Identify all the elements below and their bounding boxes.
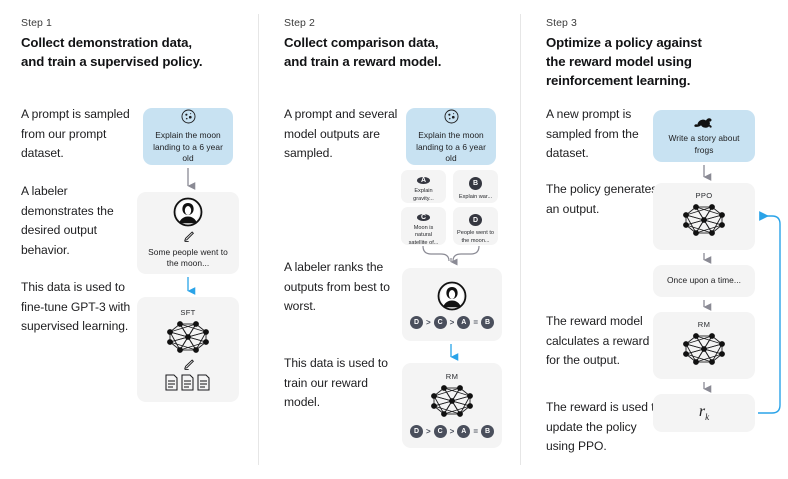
- step-2-prompt-box[interactable]: Explain the moon landing to a 6 year old: [406, 108, 496, 165]
- rank-badge-4: B: [481, 425, 494, 438]
- output-text: People went to the moon...: [457, 230, 495, 244]
- step-3-caption-3: The reward model calculates a reward for…: [546, 314, 650, 367]
- pencil-icon: [182, 230, 195, 243]
- output-letter-badge: B: [469, 177, 482, 190]
- step-1-labeler-box[interactable]: Some people went to the moon...: [137, 192, 239, 274]
- step-3-rm-label: RM: [697, 320, 711, 329]
- output-letter-badge: A: [417, 177, 430, 185]
- step-3-reward-model-box[interactable]: RM: [653, 312, 755, 379]
- rank-op-3: =: [473, 427, 478, 436]
- step-2-reward-model-box[interactable]: RM: [402, 363, 502, 448]
- step-3-caption-2: The policy generates an output.: [546, 182, 658, 216]
- step-3-output-box[interactable]: Once upon a time...: [653, 265, 755, 297]
- step-2-title-line1: Collect comparison data,: [284, 35, 439, 50]
- rank-badge-3: A: [457, 315, 471, 329]
- output-letter-badge: D: [469, 214, 482, 227]
- step-2-rm-label: RM: [445, 372, 459, 381]
- step-2-output-C[interactable]: C Moon is natural satellite of...: [401, 207, 446, 246]
- step-3-title-line1: Optimize a policy against: [546, 35, 702, 50]
- step-3-caption-4: The reward is used to update the policy …: [546, 400, 662, 453]
- rank-badge-1: D: [409, 315, 423, 329]
- rank-op-3: =: [473, 317, 478, 327]
- rank-badge-4: B: [481, 315, 494, 329]
- step-1-caption-3: This data is used to fine-tune GPT-3 wit…: [21, 280, 131, 333]
- pencil-icon: [182, 358, 195, 371]
- column-divider-2: [520, 14, 521, 465]
- step-3-title: Optimize a policy against the reward mod…: [546, 33, 771, 90]
- step-1-caption-2: A labeler demonstrates the desired outpu…: [21, 184, 114, 257]
- column-divider-1: [258, 14, 259, 465]
- rank-badge-1: D: [409, 425, 423, 438]
- rank-badge-2: C: [433, 425, 447, 438]
- moon-icon: [443, 108, 460, 125]
- rank-badge-3: A: [457, 425, 471, 438]
- step-1-sft-box[interactable]: SFT: [137, 297, 239, 402]
- step-1-title-line1: Collect demonstration data,: [21, 35, 192, 50]
- person-icon: [173, 197, 203, 227]
- moon-icon: [180, 108, 197, 125]
- step-1-caption-1: A prompt is sampled from our prompt data…: [21, 107, 130, 160]
- rank-badge-2: C: [433, 315, 447, 329]
- step-2-title-line2: and train a reward model.: [284, 54, 442, 69]
- step-3-ppo-label: PPO: [695, 191, 713, 200]
- step-3-label: Step 3: [546, 17, 577, 29]
- step-3-title-line3: reinforcement learning.: [546, 73, 691, 88]
- step-1-title: Collect demonstration data, and train a …: [21, 33, 246, 71]
- output-text: Explain war...: [458, 194, 493, 200]
- step-2-label: Step 2: [284, 17, 315, 29]
- step-2-output-A[interactable]: A Explain gravity...: [401, 170, 446, 203]
- step-2-caption-1: A prompt and several model outputs are s…: [284, 107, 398, 160]
- step-3-column: Step 3 Optimize a policy against the rew…: [525, 0, 788, 479]
- step-2-rm-ranking-row: D > C > A = B: [409, 425, 494, 438]
- rank-op-1: >: [425, 427, 431, 436]
- step-2-ranking-box[interactable]: D > C > A = B: [402, 268, 502, 341]
- step-3-caption-1: A new prompt is sampled from the dataset…: [546, 107, 639, 160]
- neural-network-icon: [164, 318, 212, 356]
- step-2-caption-2: A labeler ranks the outputs from best to…: [284, 260, 390, 313]
- output-text: Explain gravity...: [413, 188, 434, 202]
- step-3-output-text: Once upon a time...: [666, 275, 742, 286]
- step-1-sft-label: SFT: [180, 308, 196, 317]
- rank-op-2: >: [449, 317, 455, 327]
- step-1-labeler-text: Some people went to the moon...: [148, 246, 228, 269]
- neural-network-icon: [680, 201, 728, 239]
- output-text: Moon is natural satellite of...: [408, 225, 439, 246]
- reward-symbol: rk: [698, 403, 710, 423]
- neural-network-icon: [680, 330, 728, 368]
- reward-subscript: k: [705, 412, 710, 423]
- step-2-ranking-row: D > C > A = B: [409, 315, 494, 329]
- step-1-prompt-box[interactable]: Explain the moon landing to a 6 year old: [143, 108, 233, 165]
- step-2-output-B[interactable]: B Explain war...: [453, 170, 498, 203]
- step-1-title-line2: and train a supervised policy.: [21, 54, 203, 69]
- neural-network-icon: [428, 382, 476, 420]
- frog-icon: [693, 116, 715, 130]
- output-letter-badge: C: [417, 214, 430, 221]
- rank-op-2: >: [449, 427, 455, 436]
- three-documents-icon: [164, 374, 212, 391]
- step-3-prompt-text: Write a story about frogs: [668, 133, 740, 155]
- step-1-column: Step 1 Collect demonstration data, and t…: [0, 0, 263, 479]
- step-2-output-D[interactable]: D People went to the moon...: [453, 207, 498, 245]
- step-1-prompt-text: Explain the moon landing to a 6 year old: [153, 130, 223, 164]
- step-3-reward-box[interactable]: rk: [653, 394, 755, 432]
- step-3-policy-box[interactable]: PPO: [653, 183, 755, 250]
- step-3-prompt-box[interactable]: Write a story about frogs: [653, 110, 755, 162]
- person-icon: [437, 281, 467, 311]
- step-3-title-line2: the reward model using: [546, 54, 692, 69]
- step-2-prompt-text: Explain the moon landing to a 6 year old: [416, 130, 486, 164]
- step-1-label: Step 1: [21, 17, 52, 29]
- step-2-column: Step 2 Collect comparison data, and trai…: [263, 0, 526, 479]
- rank-op-1: >: [425, 317, 431, 327]
- step-2-title: Collect comparison data, and train a rew…: [284, 33, 509, 71]
- step-2-caption-3: This data is used to train our reward mo…: [284, 356, 388, 409]
